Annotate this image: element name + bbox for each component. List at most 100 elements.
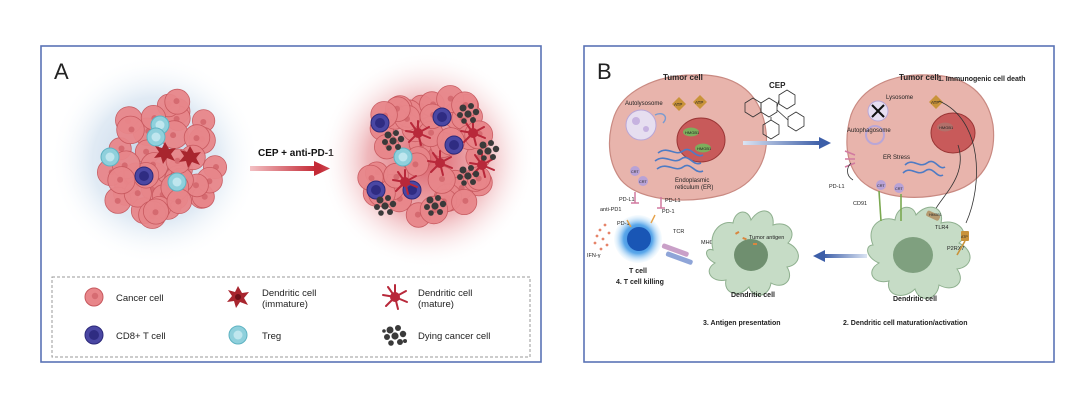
mature-dendritic-cell <box>405 120 431 146</box>
lysosome-icon <box>867 100 889 122</box>
step-2-label: 2. Dendritic cell maturation/activation <box>843 320 967 327</box>
dying-cancer-cell <box>457 103 480 124</box>
svg-text:Dendritic cell: Dendritic cell <box>262 288 316 299</box>
dying-cancer-cell <box>374 195 397 216</box>
svg-text:PD-L1: PD-L1 <box>829 184 845 190</box>
ifn-gamma-dots-icon <box>593 223 611 251</box>
hmgb1-icon-right <box>937 122 953 132</box>
cancer-cell-icon <box>84 287 104 307</box>
immature-dendritic-cell-icon <box>227 286 249 308</box>
svg-text:HMGB1: HMGB1 <box>929 213 942 217</box>
svg-text:CRT: CRT <box>877 184 885 188</box>
dying-cancer-cell <box>382 130 405 151</box>
er-stress-icon <box>902 160 946 177</box>
svg-text:HMGB1: HMGB1 <box>697 146 712 151</box>
mature-dendritic-cell <box>469 152 495 178</box>
mature-dendritic-cell <box>460 120 486 146</box>
compound-label: CEP <box>769 81 786 90</box>
immature-dendritic-cell <box>154 142 176 164</box>
step-3-label: 3. Antigen presentation <box>703 320 781 327</box>
dendritic-cell-right: Dendritic cell <box>867 206 971 303</box>
endoplasmic-reticulum-icon <box>654 148 704 173</box>
svg-text:IFN-γ: IFN-γ <box>587 253 601 259</box>
svg-text:Lysosome: Lysosome <box>886 95 914 101</box>
svg-text:anti-PD1: anti-PD1 <box>600 207 621 213</box>
tumor-cell-right-title: Tumor cell <box>899 73 939 82</box>
cd91-receptor-icon <box>878 190 902 222</box>
svg-text:CD91: CD91 <box>853 201 867 207</box>
tumor-cell-left-title: Tumor cell <box>663 73 703 82</box>
hmgb1-receptor-icon <box>926 210 941 221</box>
cep-structure-icon <box>744 89 805 140</box>
cancer-cell <box>451 188 478 216</box>
svg-text:Cancer cell: Cancer cell <box>116 293 164 304</box>
crt-icon-right <box>876 180 904 193</box>
nucleus-right <box>930 112 976 154</box>
svg-text:PD-1: PD-1 <box>662 209 675 215</box>
svg-text:Dendritic cell: Dendritic cell <box>893 296 937 303</box>
svg-text:CD8+ T cell: CD8+ T cell <box>116 331 166 342</box>
treated-tumor <box>319 52 535 268</box>
panel-b-letter: B <box>597 59 612 84</box>
tcr-mhc-complex-icon <box>661 243 693 265</box>
mature-dendritic-cell-icon <box>382 284 408 310</box>
tumor-cell-left: Tumor cell Autolysosome ATP ATP HMGB1 HM… <box>600 73 767 213</box>
svg-text:CRT: CRT <box>639 180 647 184</box>
svg-text:CRT: CRT <box>631 170 639 174</box>
legend-item-dying-cancer-cell: Dying cancer cell <box>382 325 490 346</box>
cancer-cell <box>116 115 145 145</box>
cancer-cell <box>164 88 191 115</box>
dying-cancer-cell <box>424 195 447 216</box>
svg-text:ATP: ATP <box>961 235 968 239</box>
svg-text:TLR4: TLR4 <box>935 225 948 231</box>
svg-text:PD-1: PD-1 <box>617 221 630 227</box>
cancer-cell <box>166 188 193 215</box>
pd-l1-receptor-icon-right <box>844 150 856 168</box>
signal-arrows <box>847 100 977 224</box>
dying-cancer-cell-icon <box>382 325 407 346</box>
panel-a: A CEP + anti-PD-1 Cancer cell De <box>40 45 542 363</box>
svg-text:Endoplasmic: Endoplasmic <box>675 178 709 184</box>
legend-item-mature-dc: Dendritic cell (mature) <box>382 284 472 310</box>
legend-box <box>51 276 531 358</box>
panel-b: B Tumor cell Autolysosome ATP ATP HMGB1 … <box>583 45 1055 363</box>
svg-text:Tumor antigen: Tumor antigen <box>749 235 784 241</box>
svg-text:PD-L1: PD-L1 <box>619 197 635 203</box>
svg-text:ER Stress: ER Stress <box>883 155 910 161</box>
ice-arrow <box>743 137 831 149</box>
reverse-arrow <box>813 250 867 262</box>
dying-cancer-cell <box>457 165 480 186</box>
svg-text:reticulum (ER): reticulum (ER) <box>675 185 713 191</box>
atp-diamond-icon-right <box>929 95 943 109</box>
svg-text:(immature): (immature) <box>262 299 308 310</box>
treg <box>393 147 413 167</box>
cd8-t-cell <box>444 135 464 155</box>
svg-text:Treg: Treg <box>262 331 281 342</box>
svg-text:MHC: MHC <box>701 240 714 246</box>
svg-text:ATP: ATP <box>695 100 703 105</box>
cancer-cell <box>142 198 170 225</box>
treg-icon <box>228 325 248 345</box>
cd8-t-cell <box>370 113 390 133</box>
treated-cell-cluster <box>357 85 500 228</box>
svg-text:CRT: CRT <box>895 187 903 191</box>
cd8-t-cell <box>134 166 154 186</box>
svg-text:PD-L1: PD-L1 <box>665 198 681 204</box>
mature-dendritic-cell <box>392 169 418 195</box>
pd-l1-receptor-icon <box>631 192 665 209</box>
treg <box>100 147 120 167</box>
treg <box>167 172 187 192</box>
svg-text:Dendritic cell: Dendritic cell <box>418 288 472 299</box>
crt-icon <box>630 166 648 186</box>
tumor-cell-cluster <box>96 88 228 229</box>
svg-text:TCR: TCR <box>673 229 684 235</box>
legend-item-treg: Treg <box>228 325 281 345</box>
tumor-antigen-icon <box>735 230 757 245</box>
atp-diamond-icon <box>672 95 707 111</box>
dendritic-cell-left: Dendritic cell <box>706 210 799 299</box>
svg-text:T cell: T cell <box>629 268 647 275</box>
treg <box>146 127 166 147</box>
svg-text:ATP: ATP <box>931 100 939 105</box>
cancer-cell <box>419 195 449 225</box>
svg-text:Dying cancer cell: Dying cancer cell <box>418 331 490 342</box>
